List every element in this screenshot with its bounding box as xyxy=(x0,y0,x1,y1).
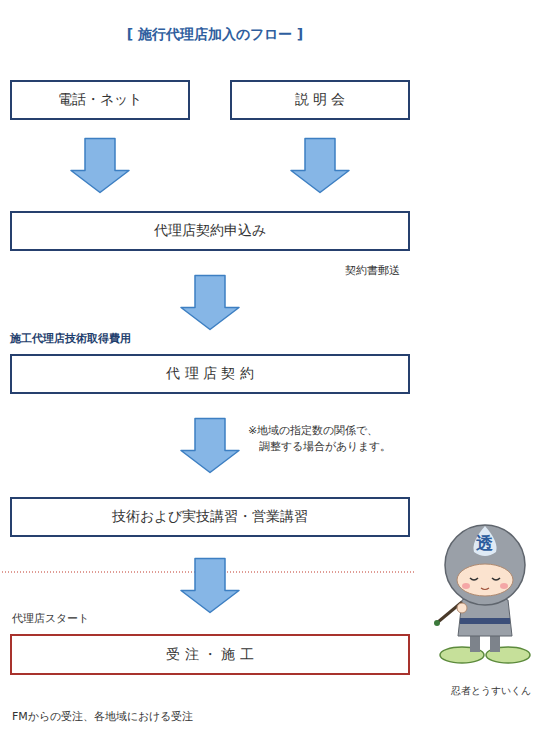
block-arrow xyxy=(71,139,129,193)
note-text: 契約書郵送 xyxy=(345,263,400,278)
box-text: 技術および実技講習・営業講習 xyxy=(112,508,308,526)
box-text: 電話・ネット xyxy=(58,91,142,109)
box-text: 受 注 ・ 施 工 xyxy=(166,646,254,664)
process-box: 説 明 会 xyxy=(230,80,410,120)
note-text: FMからの受注、各地域における受注 xyxy=(12,709,193,724)
process-box: 代 理 店 契 約 xyxy=(10,354,410,394)
block-arrow xyxy=(181,559,239,613)
process-box: 電話・ネット xyxy=(10,80,190,120)
note-text: ※地域の指定数の関係で、 調整する場合があります。 xyxy=(248,423,419,455)
cost-label: 施工代理店技術取得費用 xyxy=(10,331,131,346)
block-arrow xyxy=(181,419,239,473)
character-name: 忍者とうすいくん xyxy=(451,684,531,698)
block-arrow xyxy=(291,139,349,193)
box-text: 説 明 会 xyxy=(295,91,346,109)
diagram-title: [ 施行代理店加入のフロー ] xyxy=(0,26,430,44)
ninja-figure xyxy=(434,525,530,663)
process-box: 代理店契約申込み xyxy=(10,211,410,251)
stage-label: 代理店スタート xyxy=(12,611,89,626)
box-text: 代理店契約申込み xyxy=(154,222,266,240)
process-box: 技術および実技講習・営業講習 xyxy=(10,497,410,537)
process-box: 受 注 ・ 施 工 xyxy=(10,634,410,675)
hood-kanji: 透 xyxy=(476,532,493,555)
block-arrow xyxy=(181,276,239,330)
box-text: 代 理 店 契 約 xyxy=(166,365,254,383)
